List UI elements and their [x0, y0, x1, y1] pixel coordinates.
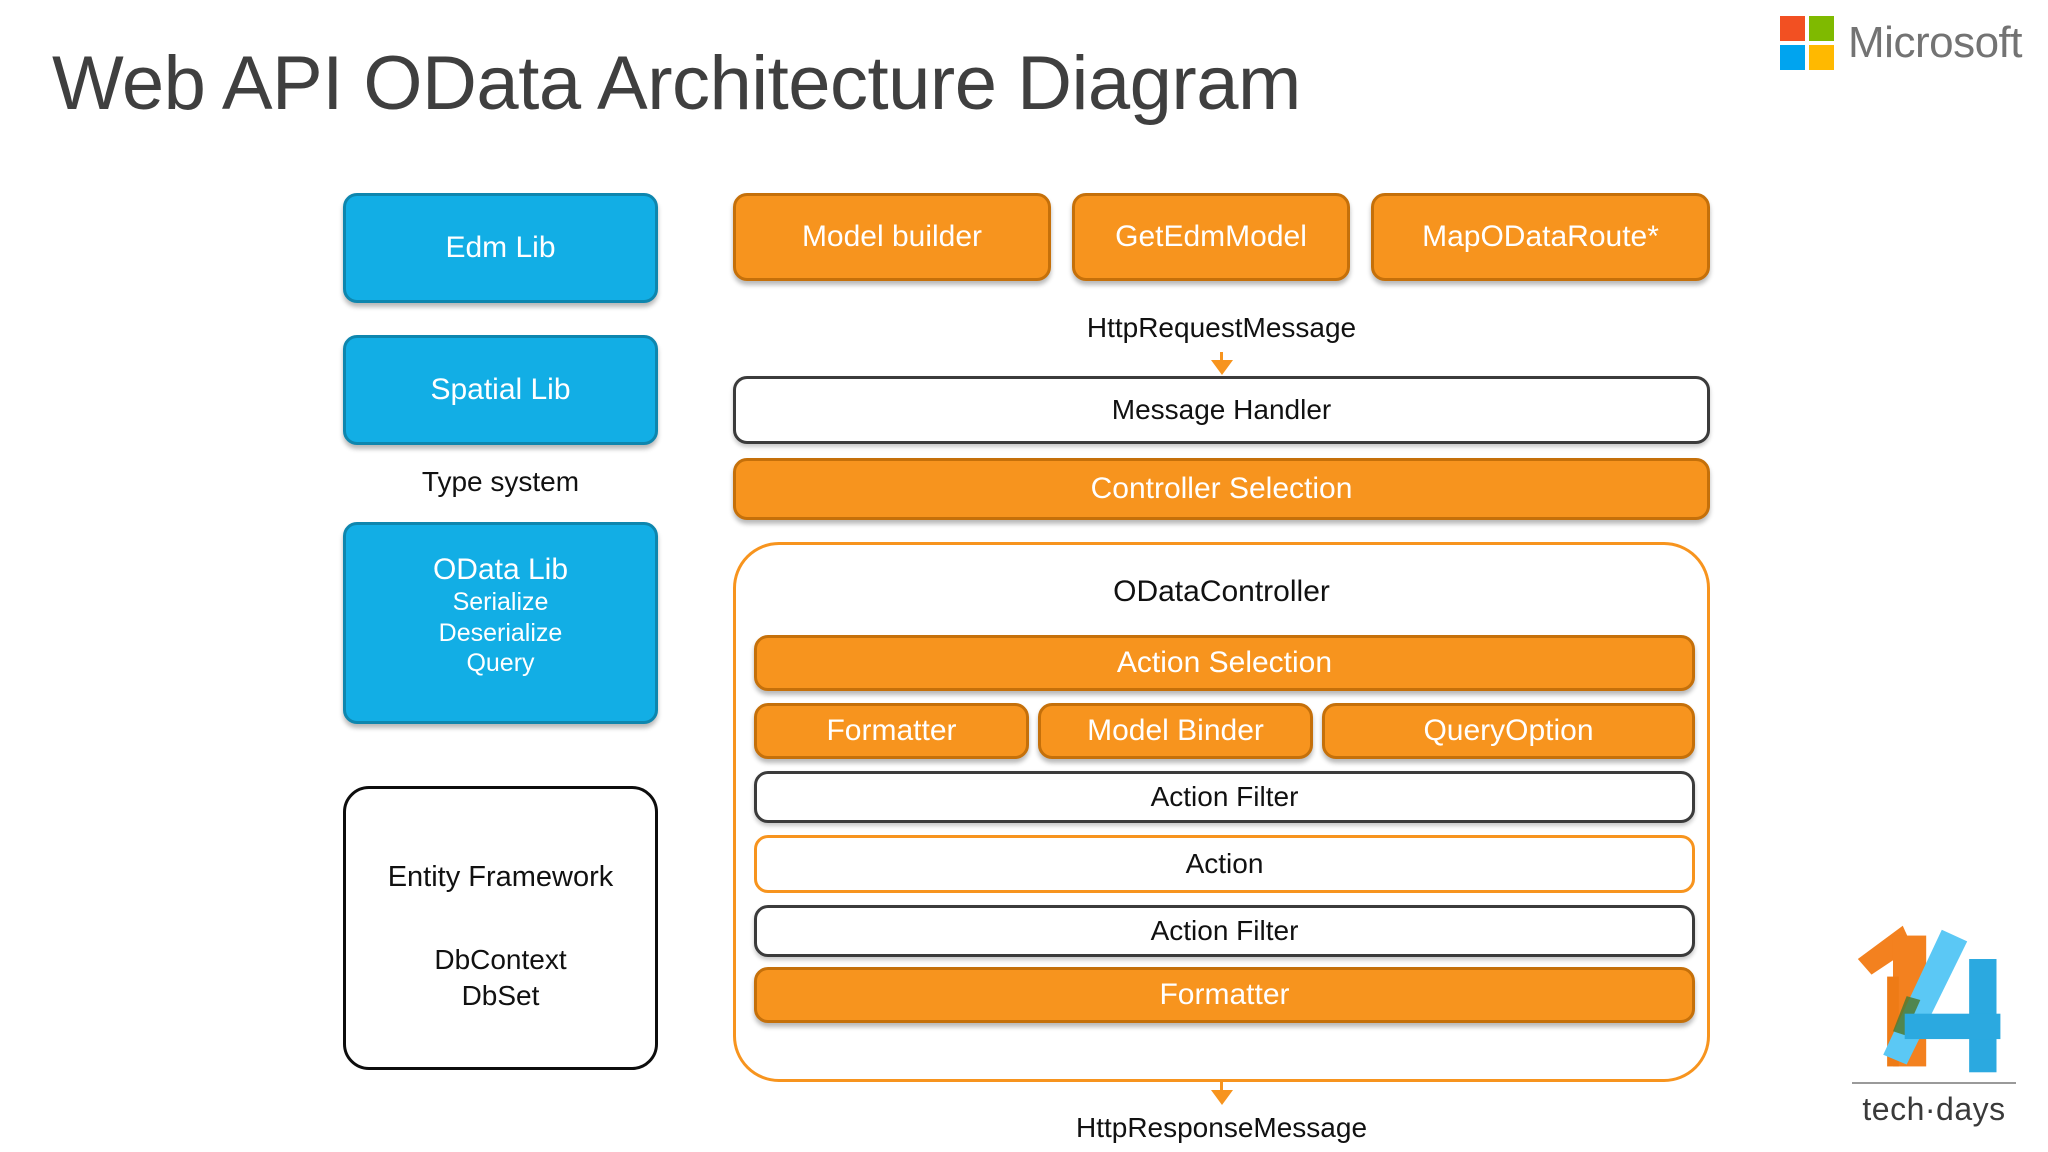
box-odata-lib[interactable]: OData Lib Serialize Deserialize Query: [343, 522, 658, 724]
techdays-logo: tech·days: [1846, 918, 2022, 1128]
box-action-filter-top[interactable]: Action Filter: [754, 771, 1695, 823]
techdays-divider: [1852, 1082, 2016, 1084]
box-action-selection[interactable]: Action Selection: [754, 635, 1695, 691]
box-map-odata-route-label: MapODataRoute*: [1422, 220, 1659, 253]
box-edm-lib-label: Edm Lib: [445, 231, 556, 264]
box-action-filter-bottom[interactable]: Action Filter: [754, 905, 1695, 957]
microsoft-logo: Microsoft: [1780, 16, 2022, 70]
caption-http-request-message: HttpRequestMessage: [1086, 312, 1357, 343]
techdays-wordmark: tech·days: [1862, 1091, 2006, 1127]
microsoft-wordmark: Microsoft: [1848, 18, 2022, 67]
microsoft-logo-icon: [1780, 16, 1835, 70]
box-controller-selection[interactable]: Controller Selection: [733, 458, 1710, 520]
box-message-handler-label: Message Handler: [1111, 394, 1332, 425]
box-formatter-in[interactable]: Formatter: [754, 703, 1029, 759]
odata-controller-container: ODataController Action Selection Formatt…: [733, 542, 1710, 1082]
response-arrow-stem: [1220, 1082, 1223, 1096]
box-formatter-out-label: Formatter: [1159, 978, 1290, 1011]
box-edm-lib[interactable]: Edm Lib: [343, 193, 658, 303]
box-model-binder[interactable]: Model Binder: [1038, 703, 1313, 759]
box-get-edm-model-label: GetEdmModel: [1115, 220, 1307, 253]
box-formatter-in-label: Formatter: [826, 714, 957, 747]
odata-controller-title: ODataController: [1113, 575, 1330, 608]
box-spatial-lib[interactable]: Spatial Lib: [343, 335, 658, 445]
box-action-label: Action: [1185, 848, 1264, 879]
microsoft-square-red: [1780, 16, 1806, 41]
box-query-option-label: QueryOption: [1423, 714, 1594, 747]
box-entity-framework-sub-dbset: DbSet: [461, 980, 540, 1011]
box-odata-lib-sub-query: Query: [466, 649, 535, 677]
page-title: Web API OData Architecture Diagram: [52, 41, 1301, 126]
box-odata-lib-label: OData Lib: [432, 553, 569, 586]
box-controller-selection-label: Controller Selection: [1090, 472, 1353, 505]
box-message-handler[interactable]: Message Handler: [733, 376, 1710, 444]
box-action[interactable]: Action: [754, 835, 1695, 893]
response-arrow-icon: [1211, 1090, 1233, 1105]
box-map-odata-route[interactable]: MapODataRoute*: [1371, 193, 1710, 281]
box-action-filter-top-label: Action Filter: [1150, 781, 1299, 812]
box-formatter-out[interactable]: Formatter: [754, 967, 1695, 1023]
box-action-selection-label: Action Selection: [1116, 646, 1333, 679]
box-get-edm-model[interactable]: GetEdmModel: [1072, 193, 1350, 281]
box-model-builder[interactable]: Model builder: [733, 193, 1051, 281]
microsoft-square-green: [1809, 16, 1835, 41]
box-entity-framework-label: Entity Framework: [387, 861, 614, 893]
caption-http-response-message: HttpResponseMessage: [1075, 1112, 1368, 1143]
box-spatial-lib-label: Spatial Lib: [430, 373, 571, 406]
box-odata-lib-sub-deserialize: Deserialize: [438, 618, 563, 647]
request-arrow-stem: [1220, 352, 1223, 366]
request-arrow-icon: [1211, 360, 1233, 375]
box-entity-framework-sub-dbcontext: DbContext: [434, 944, 567, 975]
box-entity-framework[interactable]: Entity Framework DbContext DbSet: [343, 786, 658, 1070]
caption-type-system: Type system: [421, 466, 580, 497]
box-action-filter-bottom-label: Action Filter: [1150, 915, 1299, 946]
box-model-builder-label: Model builder: [801, 220, 983, 253]
microsoft-square-blue: [1780, 45, 1806, 70]
techdays-14-icon: [1857, 925, 2001, 1073]
box-query-option[interactable]: QueryOption: [1322, 703, 1695, 759]
box-odata-lib-sub-serialize: Serialize: [452, 588, 549, 616]
box-model-binder-label: Model Binder: [1087, 714, 1264, 747]
microsoft-square-yellow: [1809, 45, 1835, 70]
